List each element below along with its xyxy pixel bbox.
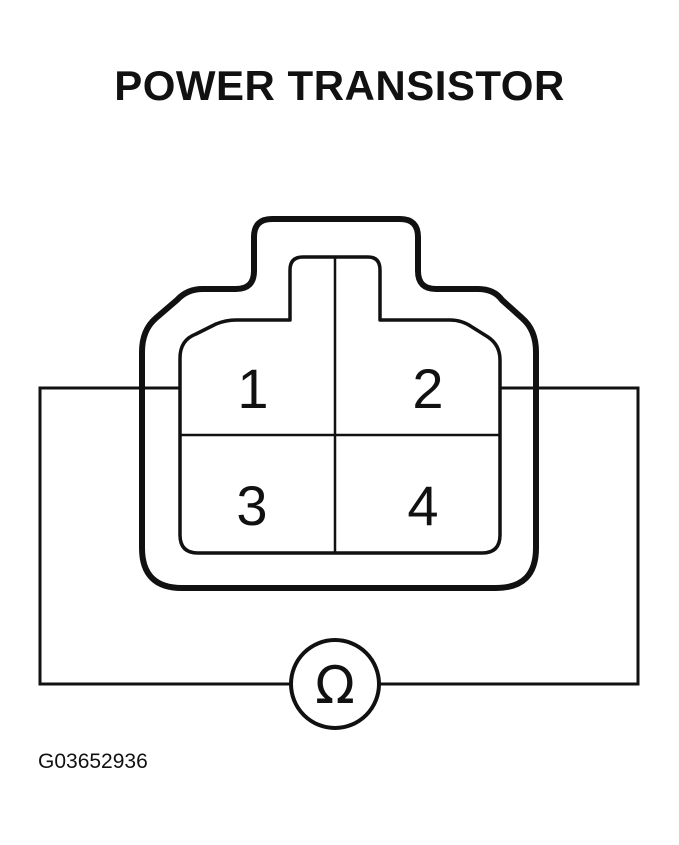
pin-3-label: 3 — [236, 474, 267, 537]
pin-1-label: 1 — [237, 357, 268, 420]
figure-id: G03652936 — [38, 750, 148, 773]
page-title: POWER TRANSISTOR — [114, 62, 565, 109]
connector-outer-housing — [139, 216, 539, 591]
pin-2-label: 2 — [412, 357, 443, 420]
connector-inner-housing — [178, 255, 502, 555]
ohmmeter-icon: Ω — [289, 638, 381, 730]
pin-4-label: 4 — [407, 474, 438, 537]
meter-wire — [38, 386, 640, 686]
cavity-dividers — [180, 257, 500, 553]
ohm-symbol: Ω — [315, 656, 355, 716]
